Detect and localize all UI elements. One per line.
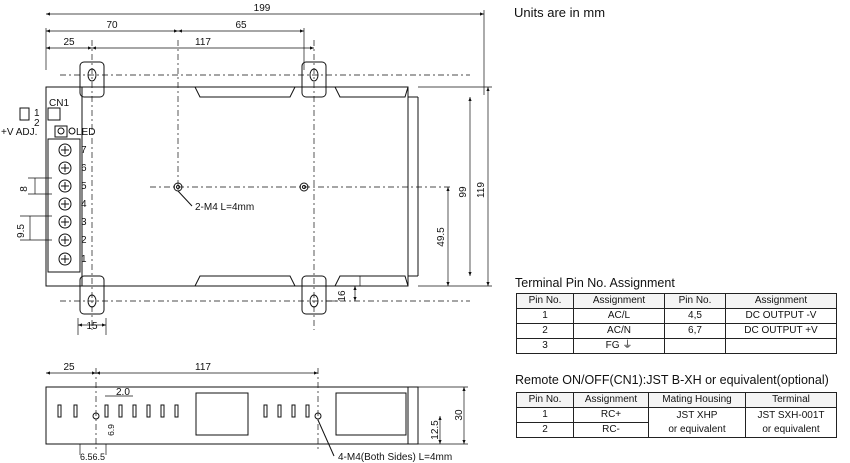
table-cell: 1 <box>516 308 574 324</box>
dim-65: 65 <box>235 20 247 31</box>
housing-line: or equivalent <box>668 423 726 435</box>
table-cell: AC/N <box>573 323 665 339</box>
table-cell: RC+ <box>573 407 649 423</box>
side-window <box>195 392 249 436</box>
side-dim-12-5: 12.5 <box>430 420 441 440</box>
side-outline <box>45 386 419 445</box>
housing-line: JST XHP <box>676 409 718 421</box>
table-cell <box>725 338 837 354</box>
table-header: Assignment <box>573 392 649 408</box>
dim-49-5: 49.5 <box>436 227 447 247</box>
table-row: 1 RC+ JST XHP or equivalent JST SXH-001T… <box>516 407 837 438</box>
dim-9-5: 9.5 <box>16 224 27 238</box>
led-label: LED <box>76 127 95 138</box>
dim-99: 99 <box>458 186 469 198</box>
table-cell: 2 <box>516 323 574 339</box>
table-cell: 1 <box>516 407 574 423</box>
terminal-line: or equivalent <box>762 423 820 435</box>
terminal-table-caption: Terminal Pin No. Assignment <box>515 276 675 290</box>
table-header: Mating Housing <box>648 392 746 408</box>
terminal-number: 3 <box>81 217 87 228</box>
table-cell: 2 <box>516 422 574 438</box>
terminal-number: 6 <box>81 163 87 174</box>
table-header: Assignment <box>725 293 837 309</box>
side-dim-30: 30 <box>454 409 465 421</box>
top-view <box>19 10 492 335</box>
remote-table: Pin No. Assignment Mating Housing Termin… <box>516 392 837 438</box>
mating-housing-cell: JST XHP or equivalent <box>648 407 746 438</box>
table-row: 1 AC/L 4,5 DC OUTPUT -V <box>516 308 837 324</box>
side-dim-25: 25 <box>63 362 75 373</box>
remote-table-caption: Remote ON/OFF(CN1):JST B-XH or equivalen… <box>515 373 829 387</box>
side-window <box>335 392 407 436</box>
dim-119: 119 <box>476 182 487 198</box>
table-header: Pin No. <box>516 392 574 408</box>
table-header: Assignment <box>573 293 665 309</box>
terminal-numbers: 7 6 5 4 3 2 1 <box>81 145 87 265</box>
units-note: Units are in mm <box>514 5 606 20</box>
dim-117: 117 <box>195 37 211 48</box>
cn1-pin1-label: 1 <box>34 108 40 119</box>
terminal-number: 7 <box>81 145 87 156</box>
top-screw-callout: 2-M4 L=4mm <box>195 202 254 213</box>
side-view <box>45 368 468 457</box>
terminal-screws <box>58 143 72 266</box>
terminal-line: JST SXH-001T <box>757 409 825 421</box>
table-cell: DC OUTPUT +V <box>725 323 837 339</box>
dim-15: 15 <box>86 321 98 332</box>
table-row: 2 AC/N 6,7 DC OUTPUT +V <box>516 323 837 339</box>
table-row: 3 FG ⏚ <box>516 338 837 354</box>
terminal-table: Pin No. Assignment Pin No. Assignment 1 … <box>516 293 837 354</box>
dim-8: 8 <box>19 186 30 192</box>
vadj-potentiometer <box>54 125 68 138</box>
table-row: 2 RC- <box>516 422 837 438</box>
led-indicator <box>68 127 76 135</box>
terminal-block <box>47 138 81 273</box>
table-cell: 6,7 <box>664 323 726 339</box>
vadj-label: +V ADJ. <box>1 127 37 138</box>
table-cell: 4,5 <box>664 308 726 324</box>
table-header: Pin No. <box>516 293 574 309</box>
table-header: Terminal <box>745 392 837 408</box>
table-cell: 3 <box>516 338 574 354</box>
table-cell <box>664 338 726 354</box>
terminal-cell: JST SXH-001T or equivalent <box>745 407 837 438</box>
side-dim-2-0: 2.0 <box>116 387 130 398</box>
dim-70: 70 <box>106 20 118 31</box>
table-cell: RC- <box>573 422 649 438</box>
table-cell: FG ⏚ <box>573 338 665 354</box>
mounting-lug <box>79 275 105 315</box>
dim-199: 199 <box>254 3 271 14</box>
cn1-connector <box>19 107 30 121</box>
cn1-label: CN1 <box>49 98 69 109</box>
dim-16: 16 <box>337 290 348 302</box>
table-header: Pin No. <box>664 293 726 309</box>
table-cell: DC OUTPUT -V <box>725 308 837 324</box>
table-cell: AC/L <box>573 308 665 324</box>
mounting-lug <box>301 275 327 315</box>
terminal-number: 4 <box>81 199 87 210</box>
terminal-number: 5 <box>81 181 87 192</box>
terminal-number: 2 <box>81 235 87 246</box>
side-dim-pitch: 6.56.5 <box>80 452 105 462</box>
cn1-pin2-label: 2 <box>34 118 40 129</box>
dim-25: 25 <box>63 37 75 48</box>
m4-hole <box>299 182 309 192</box>
chassis-outline <box>45 86 409 287</box>
side-screw-callout: 4-M4(Both Sides) L=4mm <box>338 452 452 463</box>
side-dim-117: 117 <box>195 362 211 373</box>
vent-slots <box>57 404 310 418</box>
side-dim-6-9: 6.9 <box>106 424 116 436</box>
terminal-number: 1 <box>81 254 87 265</box>
